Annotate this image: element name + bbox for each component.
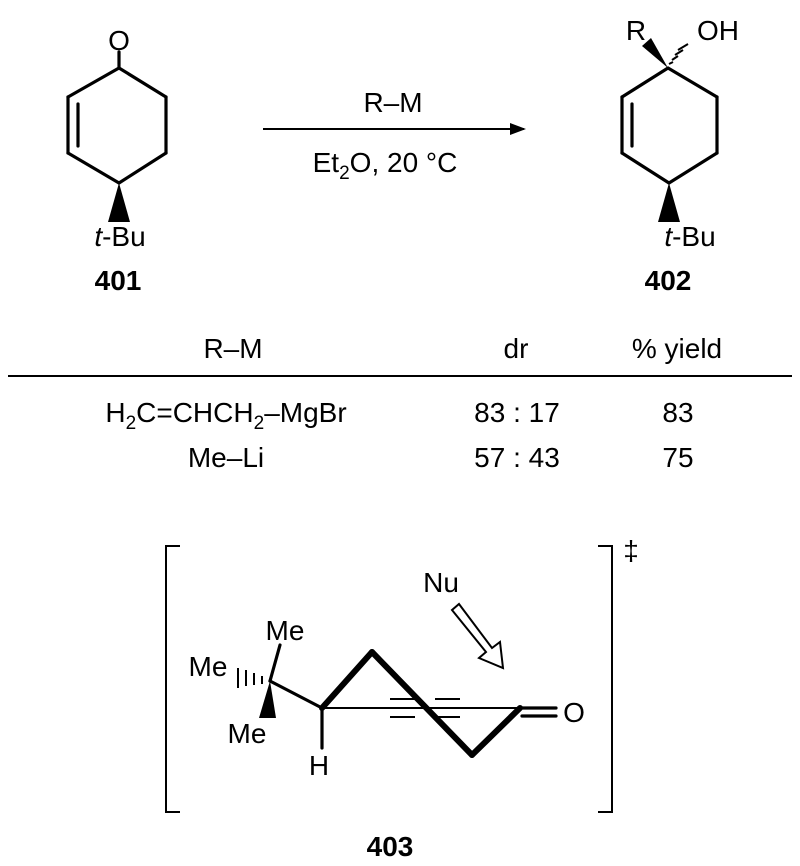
tbu-italic-401: t bbox=[94, 221, 103, 252]
quaternary-bond-403 bbox=[268, 679, 324, 710]
compound-number-403: 403 bbox=[367, 831, 414, 862]
wedge-bond-r-402 bbox=[642, 38, 668, 68]
row1-reagent: H2C=CHCH2–MgBr bbox=[105, 397, 346, 434]
row1-reagent-sub1: 2 bbox=[126, 413, 137, 434]
row2-reagent: Me–Li bbox=[188, 442, 264, 473]
compound-number-402: 402 bbox=[645, 265, 692, 296]
h-label-403: H bbox=[309, 750, 329, 781]
me-bottom-label-403: Me bbox=[228, 718, 267, 749]
hashed-bond-oh-402 bbox=[668, 43, 689, 65]
conditions-rest: O, 20 °C bbox=[350, 147, 458, 178]
compound-number-401: 401 bbox=[95, 265, 142, 296]
tbu-label-401: t-Bu bbox=[94, 221, 145, 252]
transition-state-403: ‡ O H Me Me Me Nu bbox=[165, 535, 639, 862]
r-label-402: R bbox=[626, 15, 646, 46]
compound-402: R OH t-Bu 402 bbox=[620, 15, 739, 296]
nucleophile-approach-arrow bbox=[450, 602, 505, 670]
tbu-italic-402: t bbox=[664, 221, 673, 252]
header-yield: % yield bbox=[632, 333, 722, 364]
me-top-label-403: Me bbox=[266, 615, 305, 646]
header-reagent: R–M bbox=[203, 333, 262, 364]
conditions-label: Et2O, 20 °C bbox=[313, 147, 458, 184]
table-row: Me–Li 57 : 43 75 bbox=[188, 442, 694, 473]
chair-ring-bonds bbox=[319, 649, 558, 758]
row2-dr: 57 : 43 bbox=[474, 442, 560, 473]
tbu-rest-402: -Bu bbox=[672, 221, 716, 252]
hashed-bond-me-left-403 bbox=[237, 668, 263, 688]
wedge-bond-401 bbox=[108, 183, 130, 222]
row1-reagent-mid: C=CHCH bbox=[136, 397, 253, 428]
row1-yield: 83 bbox=[662, 397, 693, 428]
double-dagger: ‡ bbox=[623, 535, 639, 566]
row2-yield: 75 bbox=[662, 442, 693, 473]
oh-label-402: OH bbox=[697, 15, 739, 46]
carbonyl-oxygen-401: O bbox=[108, 25, 130, 56]
right-bracket bbox=[598, 545, 613, 813]
table-row: H2C=CHCH2–MgBr 83 : 17 83 bbox=[105, 397, 693, 434]
row1-reagent-sub2: 2 bbox=[254, 413, 265, 434]
nucleophile-label: Nu bbox=[423, 567, 459, 598]
me-left-label-403: Me bbox=[189, 651, 228, 682]
ring-401-bonds bbox=[66, 50, 168, 185]
left-bracket bbox=[165, 545, 180, 813]
conditions-subscript: 2 bbox=[339, 163, 350, 184]
results-table: R–M dr % yield H2C=CHCH2–MgBr 83 : 17 83… bbox=[8, 333, 792, 473]
me-top-bond-403 bbox=[268, 643, 282, 683]
row1-reagent-end: –MgBr bbox=[264, 397, 346, 428]
row1-dr: 83 : 17 bbox=[474, 397, 560, 428]
compound-401: O t-Bu 401 bbox=[66, 25, 168, 296]
tbu-rest-401: -Bu bbox=[102, 221, 146, 252]
reaction-arrow-group: R–M Et2O, 20 °C bbox=[263, 87, 526, 184]
row1-reagent-h: H bbox=[105, 397, 125, 428]
header-dr: dr bbox=[504, 333, 529, 364]
reagent-label: R–M bbox=[363, 87, 422, 118]
ring-402-bonds bbox=[620, 66, 719, 185]
tbu-label-402: t-Bu bbox=[664, 221, 715, 252]
conditions-et: Et bbox=[313, 147, 340, 178]
wedge-bond-402 bbox=[658, 183, 680, 222]
wedge-bond-me-bottom-403 bbox=[259, 681, 276, 718]
carbonyl-oxygen-403: O bbox=[563, 697, 585, 728]
